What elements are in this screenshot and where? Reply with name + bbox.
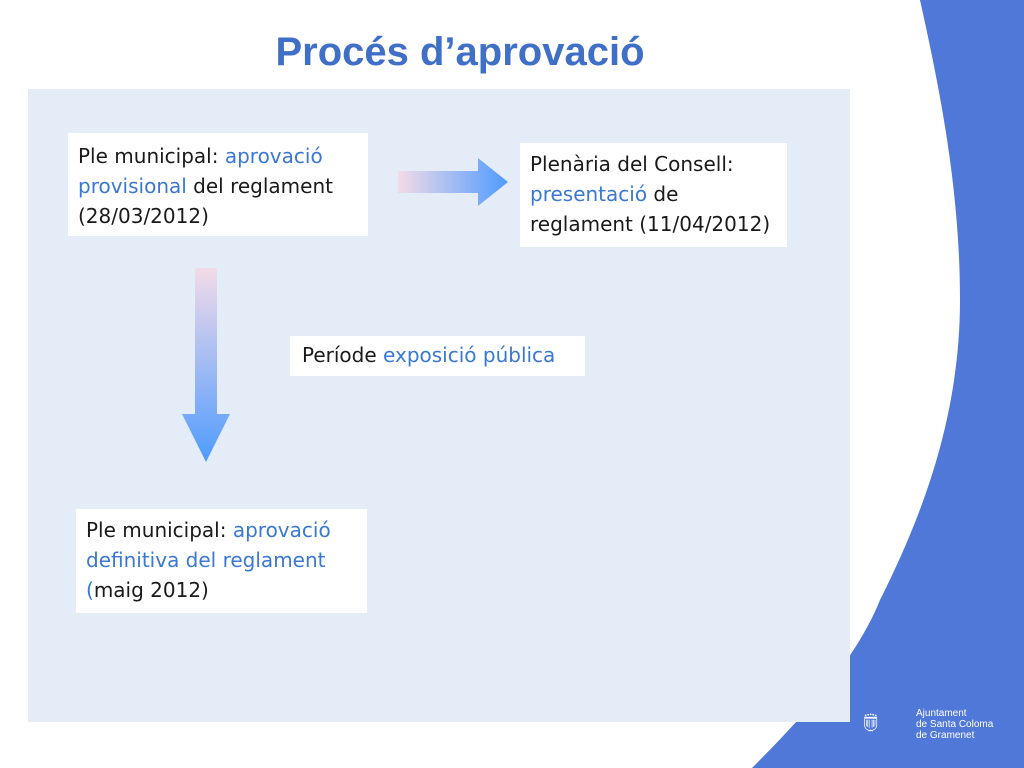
- logo-line-2: de Santa Coloma: [916, 719, 994, 730]
- step2-rest: de: [647, 182, 679, 206]
- step4-highlight: aprovació: [232, 518, 331, 542]
- step3-prefix: Període: [302, 343, 384, 367]
- step4-prefix: Ple municipal:: [86, 518, 233, 542]
- step4-paren: (: [86, 578, 94, 602]
- step1-rest: del reglament: [186, 174, 333, 198]
- step1-highlight: aprovació: [224, 144, 323, 168]
- city-council-logo-text: Ajuntament de Santa Coloma de Gramenet: [916, 708, 993, 741]
- step-public-exposure: Període exposició pública: [290, 336, 585, 376]
- slide-title: Procés d’aprovació: [275, 30, 645, 74]
- step-council-presentation: Plenària del Consell: presentació de reg…: [520, 143, 787, 247]
- step-final-approval: Ple municipal: aprovació definitiva del …: [76, 509, 367, 613]
- logo-line-3: de Gramenet: [916, 730, 975, 741]
- step3-highlight: exposició pública: [383, 343, 556, 367]
- step4-definitive: definitiva del reglament: [86, 548, 326, 572]
- step2-highlight: presentació: [530, 182, 648, 206]
- step1-prefix: Ple municipal:: [78, 144, 225, 168]
- step1-provisional: provisional: [78, 174, 187, 198]
- step-provisional-approval: Ple municipal: aprovació provisional del…: [68, 133, 368, 236]
- step2-prefix: Plenària del Consell:: [530, 152, 734, 176]
- city-council-logo-icon: [864, 713, 878, 732]
- step2-date: reglament (11/04/2012): [530, 212, 771, 236]
- step1-date: (28/03/2012): [78, 204, 209, 228]
- logo-line-1: Ajuntament: [916, 708, 967, 719]
- step4-date: maig 2012): [93, 578, 209, 602]
